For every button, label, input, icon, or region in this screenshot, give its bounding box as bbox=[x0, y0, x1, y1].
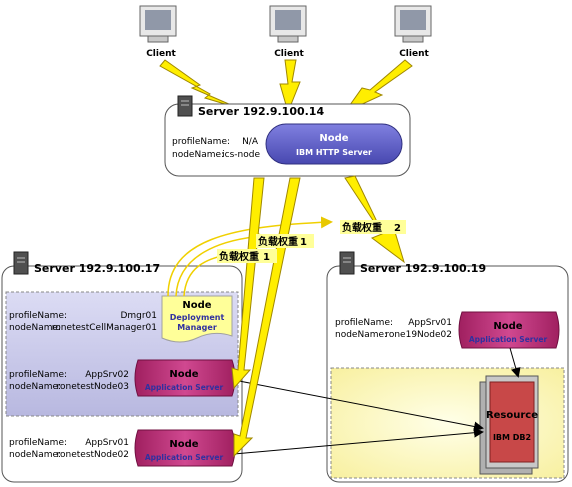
s19-node-key: nodeName: bbox=[335, 330, 387, 340]
weight-labels: 负载权重 1 负载权重 1 负载权重 2 bbox=[217, 220, 406, 263]
weight-2-text: 负载权重 bbox=[342, 221, 382, 234]
weight-2-num: 2 bbox=[394, 223, 401, 234]
db-connection-arrow bbox=[509, 347, 521, 378]
ihs-node bbox=[265, 123, 403, 165]
server-17-title: Server 192.9.100.17 bbox=[34, 262, 160, 275]
client-2: Client bbox=[269, 5, 307, 59]
db-connections bbox=[233, 347, 521, 455]
appsrv01-node-value: ronetestNode02 bbox=[57, 450, 129, 460]
appsrv01-node-sub: Application Server bbox=[145, 453, 224, 462]
appsrv02-node-value: ronetestNode03 bbox=[57, 382, 129, 392]
appsrv02-profile-value: AppSrv02 bbox=[85, 370, 129, 380]
weight-1b-text: 负载权重 bbox=[219, 250, 259, 263]
dmgr-profile-key: profileName: bbox=[9, 311, 67, 321]
server-tower-icon bbox=[177, 95, 193, 117]
sync-curve bbox=[167, 216, 333, 297]
ihs-node-sub: IBM HTTP Server bbox=[296, 148, 372, 157]
appsrv02-profile-key: profileName: bbox=[9, 370, 67, 380]
profile-value: N/A bbox=[242, 137, 259, 147]
appsrv01-profile-key: profileName: bbox=[9, 438, 67, 448]
lightning-arrow bbox=[279, 59, 301, 114]
profile-key: profileName: bbox=[172, 137, 230, 147]
load-arrow-to-appsrv02 bbox=[231, 177, 265, 390]
appsrv01-profile-value: AppSrv01 bbox=[85, 438, 129, 448]
sync-curve bbox=[175, 230, 265, 297]
load-arrow-to-server19 bbox=[344, 175, 405, 264]
dmgr-profile-value: Dmgr01 bbox=[120, 311, 157, 321]
db-connection-arrow bbox=[233, 379, 484, 432]
s19-appsrv-node bbox=[458, 311, 560, 349]
client-1: Client bbox=[139, 5, 177, 59]
lightning-arrow bbox=[159, 59, 239, 109]
client-1-label: Client bbox=[146, 49, 176, 59]
db2-resource: Resource IBM DB2 bbox=[479, 375, 539, 475]
node-value: ics-node bbox=[222, 150, 260, 160]
ihs-node-label: Node bbox=[319, 133, 348, 144]
db-connection-arrow bbox=[233, 427, 484, 455]
appsrv01-node-key: nodeName: bbox=[9, 450, 61, 460]
weight-label-2: 负载权重 2 bbox=[340, 220, 406, 234]
s19-node-sub: Application Server bbox=[469, 335, 548, 344]
dmgr-node-key: nodeName: bbox=[9, 323, 61, 333]
client-3-label: Client bbox=[399, 49, 429, 59]
s19-profile-key: profileName: bbox=[335, 318, 393, 328]
http-server-box: Server 192.9.100.14 profileName: N/A nod… bbox=[164, 95, 411, 177]
dmgr-node-sub1: Deployment bbox=[170, 313, 225, 322]
appsrv02-node-sub: Application Server bbox=[145, 383, 224, 392]
appsrv02-node bbox=[134, 359, 236, 397]
http-server-title: Server 192.9.100.14 bbox=[198, 105, 324, 118]
s19-node-label: Node bbox=[493, 321, 522, 332]
resource-sub: IBM DB2 bbox=[493, 433, 531, 442]
server-19-title: Server 192.9.100.19 bbox=[360, 262, 486, 275]
server-tower-icon bbox=[339, 251, 355, 275]
appsrv01-node-label: Node bbox=[169, 439, 198, 450]
weight-1b-num: 1 bbox=[263, 252, 270, 263]
dmgr-node-value: ronetestCellManager01 bbox=[52, 323, 157, 333]
appsrv02-node-label: Node bbox=[169, 369, 198, 380]
client-3: Client bbox=[394, 5, 432, 59]
deployment-manager-node bbox=[161, 295, 233, 343]
s19-profile-value: AppSrv01 bbox=[408, 318, 452, 328]
client-2-label: Client bbox=[274, 49, 304, 59]
node-key: nodeName: bbox=[172, 150, 224, 160]
server-19-box: Server 192.9.100.19 profileName: AppSrv0… bbox=[326, 251, 569, 483]
resource-label: Resource bbox=[486, 410, 538, 421]
appsrv02-node-key: nodeName: bbox=[9, 382, 61, 392]
server-17-box: Server 192.9.100.17 profileName: Dmgr01 … bbox=[1, 251, 243, 483]
dmgr-node-label: Node bbox=[182, 300, 211, 311]
server-tower-icon bbox=[13, 251, 29, 275]
s19-node-value: rone19Node02 bbox=[385, 330, 452, 340]
weight-1a-text: 负载权重 bbox=[258, 235, 298, 248]
weight-1a-num: 1 bbox=[300, 237, 307, 248]
weight-label-1b: 负载权重 1 bbox=[217, 249, 277, 263]
weight-label-1a: 负载权重 1 bbox=[256, 234, 314, 248]
dmgr-node-sub2: Manager bbox=[177, 323, 217, 332]
